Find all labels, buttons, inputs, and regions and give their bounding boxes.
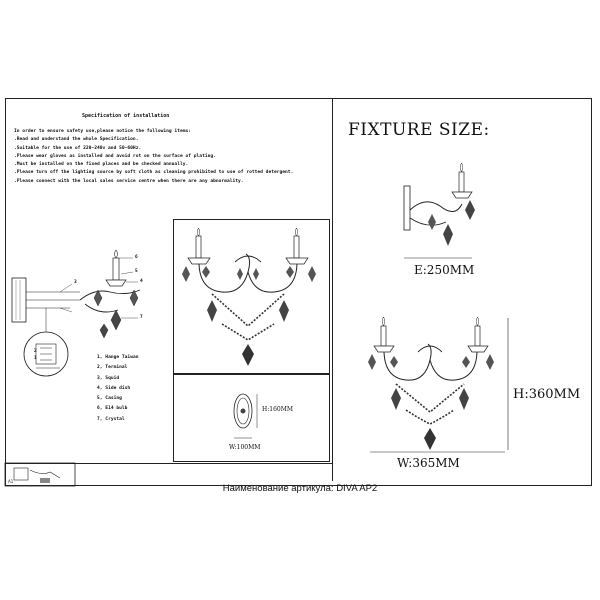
wall-plate-box <box>173 374 330 462</box>
legend-item: 2, Terminal <box>97 365 128 371</box>
diagram-number-5: 5 <box>135 269 138 274</box>
instruction-line: .Please wear gloves as installed and avo… <box>14 153 216 159</box>
plate-width-label: W:100MM <box>229 444 261 451</box>
instructions-list: In order to ensure safety use,please not… <box>14 128 324 186</box>
legend-item: 6, E14 bulb <box>97 406 128 412</box>
parts-legend: 1, Hange Taiwan 2, Terminal 3, Squid 4, … <box>97 353 139 425</box>
instruction-line: In order to ensure safety use,please not… <box>14 129 192 134</box>
diagram-number-6: 6 <box>135 255 138 260</box>
instruction-line: .Read and understand the whole Specifica… <box>14 137 139 143</box>
legend-item: 1, Hange Taiwan <box>97 355 139 360</box>
extension-dimension: E:250MM <box>414 263 475 277</box>
height-dimension: H:360MM <box>513 387 581 402</box>
instruction-line: .Must be installed on the fixed places a… <box>14 162 189 168</box>
plate-height-label: H:160MM <box>262 406 293 413</box>
diagram-number-2: 2 <box>34 349 37 354</box>
diagram-number-3: 3 <box>74 280 77 285</box>
corner-label: A1 <box>8 479 14 484</box>
legend-item: 4, Side dish <box>97 385 131 391</box>
legend-item: 5, Casing <box>97 396 122 402</box>
diagram-number-4: 4 <box>140 279 143 284</box>
instruction-line: .Suitable for the use of 220~240v and 50… <box>14 145 142 151</box>
specification-title: Specification of installation <box>82 113 170 119</box>
instruction-line: .Please connect with the local sales ser… <box>14 178 244 184</box>
diagram-number-7: 7 <box>140 315 143 320</box>
width-dimension: W:365MM <box>397 456 460 470</box>
instruction-sheet-frame <box>5 98 592 486</box>
panel-divider <box>332 98 333 481</box>
instruction-line: .Please turn off the lighting source by … <box>14 170 294 176</box>
legend-item: 7, Crystal <box>97 416 125 422</box>
article-caption: Наименование артикула: DIVA AP2 <box>222 483 378 494</box>
legend-item: 3, Squid <box>97 375 120 381</box>
diagram-number-1: 1 <box>34 356 37 361</box>
bottom-divider <box>5 463 333 464</box>
front-view-box <box>173 219 330 374</box>
fixture-size-title: FIXTURE SIZE: <box>348 120 490 140</box>
